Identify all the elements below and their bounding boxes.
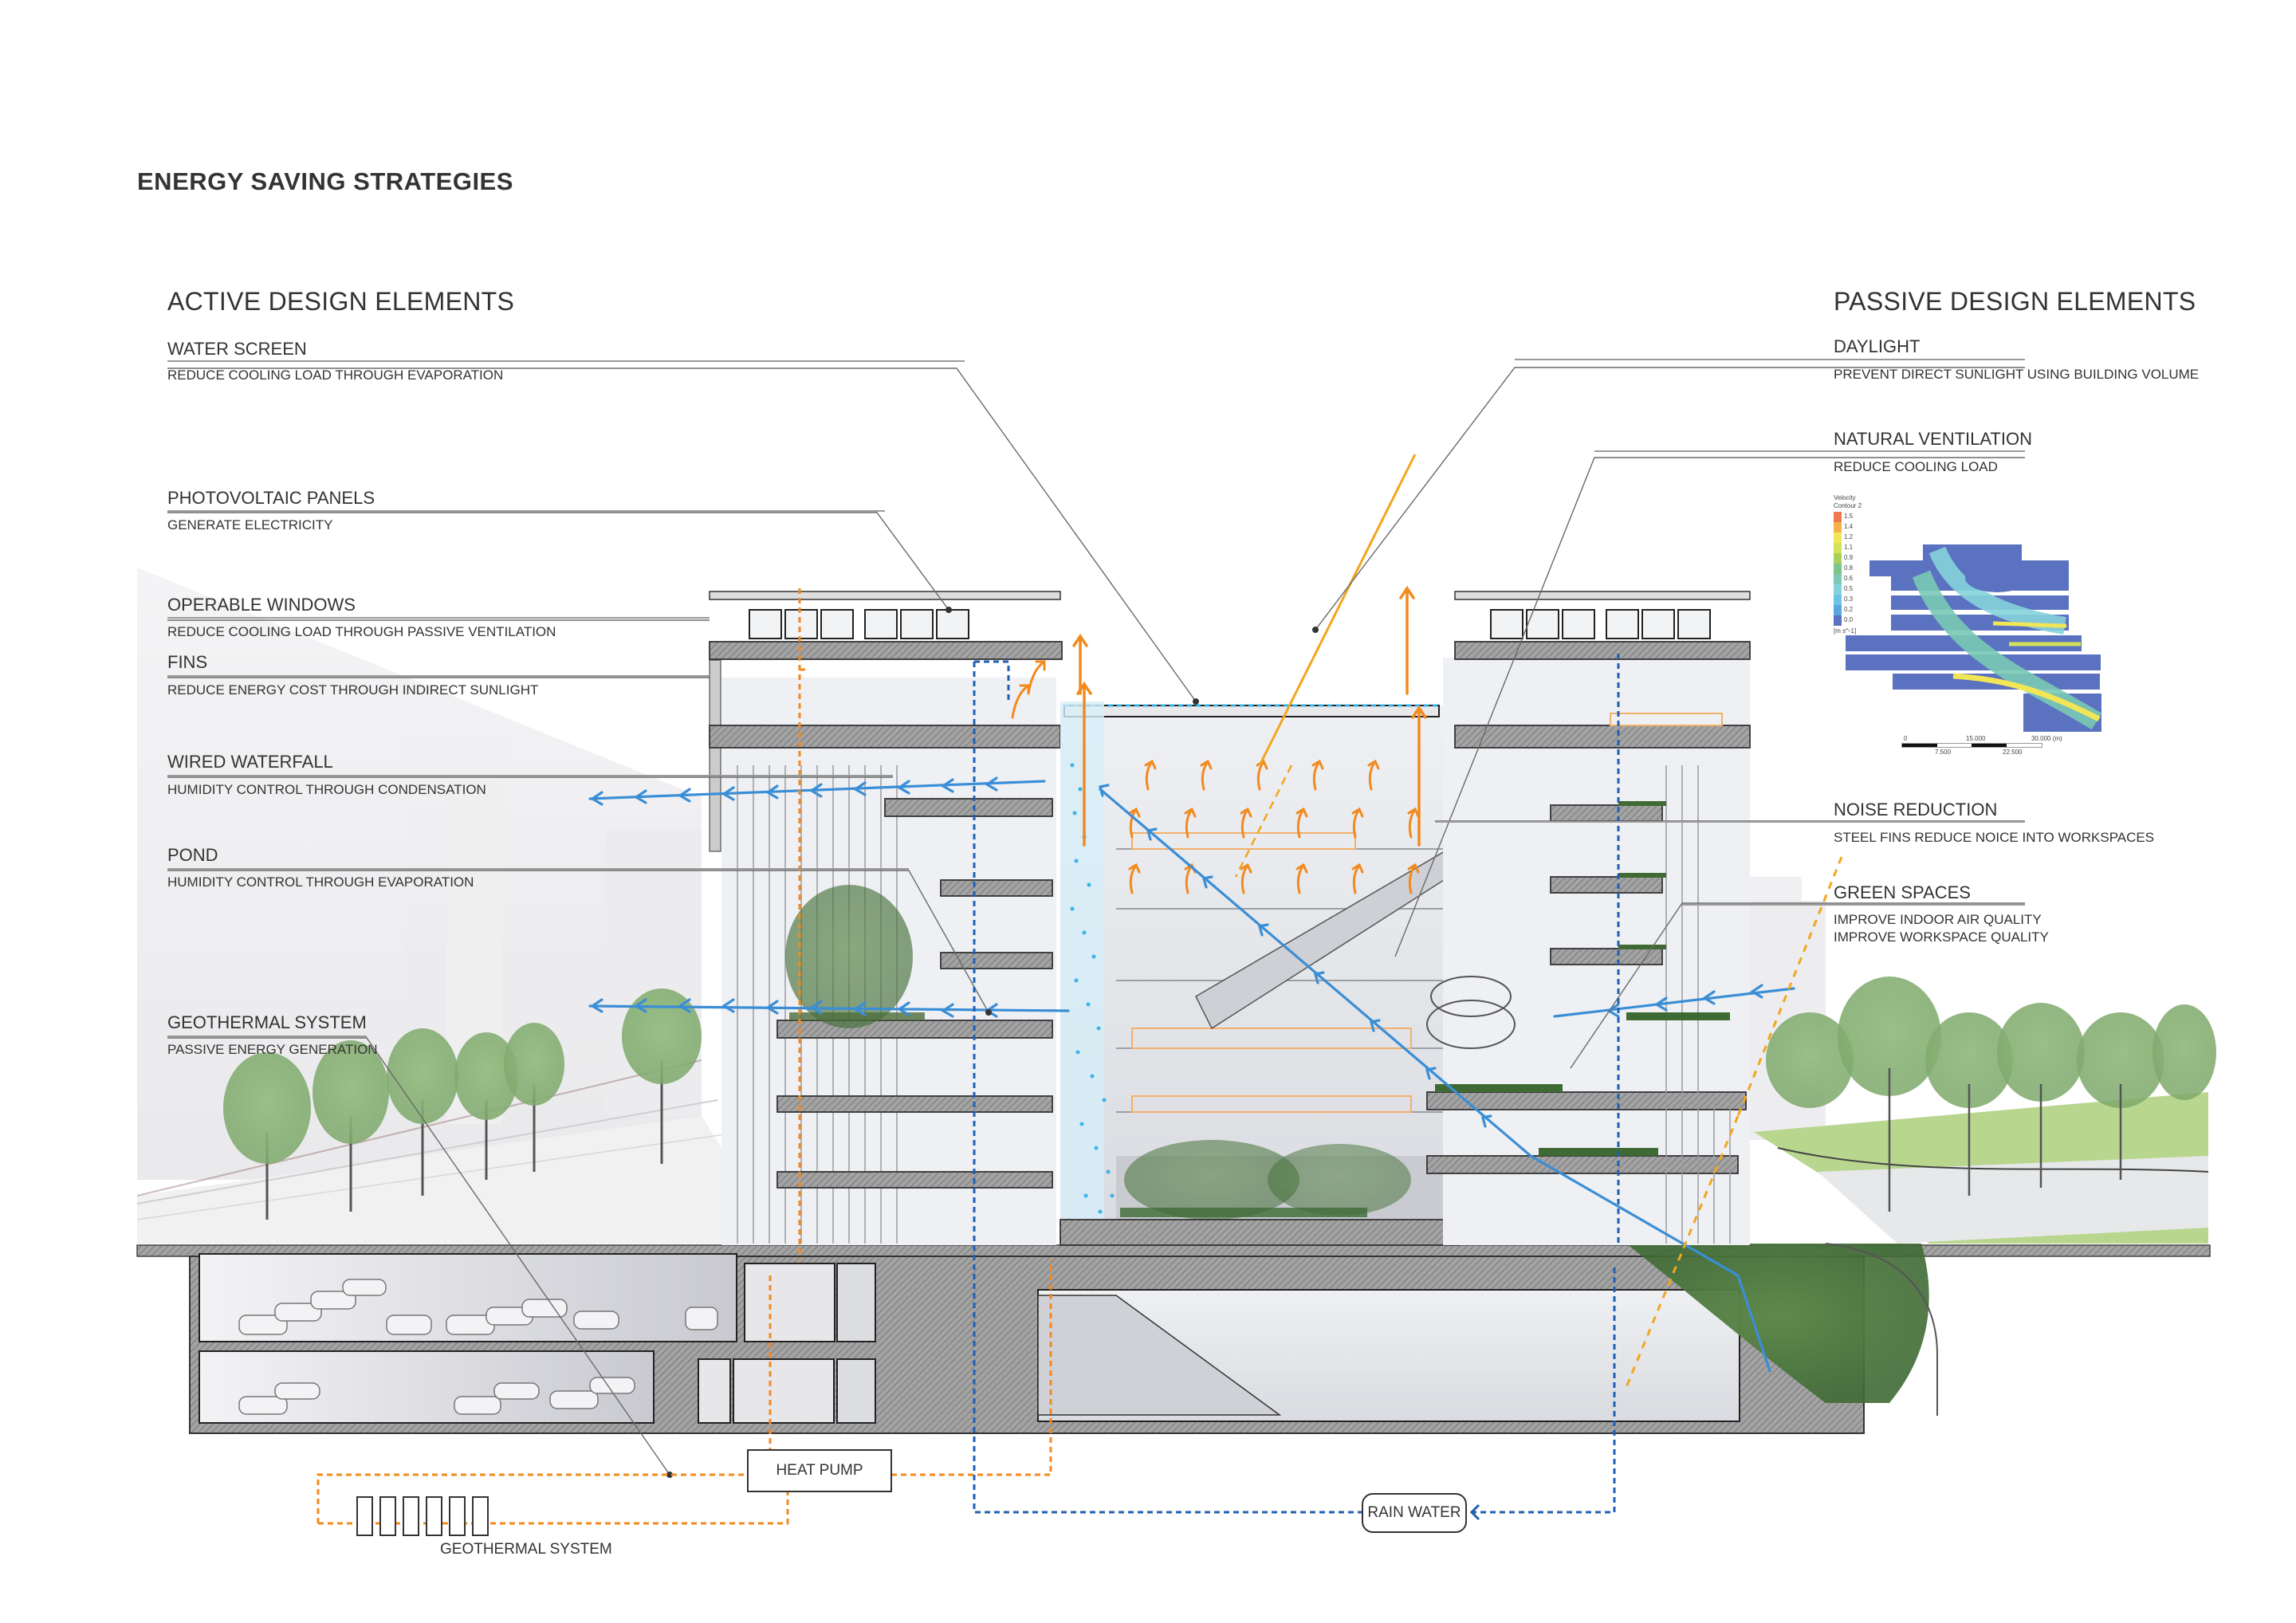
item-noise-reduction-title: NOISE REDUCTION xyxy=(1834,800,1998,819)
rule-pond xyxy=(167,868,909,870)
item-noise-reduction-desc: STEEL FINS REDUCE NOICE INTO WORKSPACES xyxy=(1834,830,2155,845)
cfd-value: 0.2 xyxy=(1844,606,1854,613)
leader-dots xyxy=(666,607,1319,1478)
item-daylight-title: DAYLIGHT xyxy=(1834,336,1921,356)
item-wired-waterfall-desc: HUMIDITY CONTROL THROUGH CONDENSATION xyxy=(167,782,486,797)
item-fins-title: FINS xyxy=(167,652,208,672)
item-green-spaces-desc-1: IMPROVE INDOOR AIR QUALITY xyxy=(1834,912,2042,927)
item-green-spaces-title: GREEN SPACES xyxy=(1834,882,1971,902)
item-pond-desc: HUMIDITY CONTROL THROUGH EVAPORATION xyxy=(167,874,474,890)
wired-waterfall-mist xyxy=(1070,763,1115,1214)
rule-green-spaces xyxy=(1682,904,2025,906)
passive-heading: PASSIVE DESIGN ELEMENTS xyxy=(1834,287,2196,316)
cfd-value: 1.4 xyxy=(1844,523,1854,530)
rule-natural-ventilation xyxy=(1594,450,2025,452)
item-water-screen-desc: REDUCE COOLING LOAD THROUGH EVAPORATION xyxy=(167,367,504,383)
cfd-value: 0.9 xyxy=(1844,554,1854,561)
cfd-legend-title-2: Contour 2 xyxy=(1834,501,1862,509)
cfd-value: 0.8 xyxy=(1844,564,1854,572)
cfd-scale-30: 30.000 (m) xyxy=(2031,735,2062,742)
geothermal-probes xyxy=(356,1496,489,1536)
rain-water-box: RAIN WATER xyxy=(1362,1493,1467,1533)
cfd-velocity-contour: Velocity Contour 2 1.5 1.4 1.2 1.1 0.9 0… xyxy=(1834,494,2137,749)
item-fins-desc: REDUCE ENERGY COST THROUGH INDIRECT SUNL… xyxy=(167,682,539,698)
item-photovoltaic-title: PHOTOVOLTAIC PANELS xyxy=(167,488,375,508)
left-plaza xyxy=(136,1059,781,1244)
item-geothermal-title: GEOTHERMAL SYSTEM xyxy=(167,1012,367,1032)
park-trees-right xyxy=(1766,977,2216,1212)
heat-pump-box: HEAT PUMP xyxy=(747,1449,892,1492)
cfd-scale-15: 15.000 xyxy=(1966,735,1986,742)
cfd-legend-title: Velocity Contour 2 xyxy=(1834,494,1862,509)
rule-operable-windows xyxy=(167,617,710,619)
cool-air-arrows xyxy=(588,776,1795,1373)
rule-daylight xyxy=(1515,359,2025,360)
cfd-value: 0.5 xyxy=(1844,585,1854,592)
rule-noise-reduction xyxy=(1435,821,2025,823)
item-green-spaces-desc-2: IMPROVE WORKSPACE QUALITY xyxy=(1834,929,2049,945)
left-tower xyxy=(709,591,1063,1245)
item-photovoltaic-desc: GENERATE ELECTRICITY xyxy=(167,517,333,532)
rule-geothermal xyxy=(167,1035,367,1037)
active-heading: ACTIVE DESIGN ELEMENTS xyxy=(167,287,515,316)
rule-fins xyxy=(167,675,710,677)
rule-wired-waterfall xyxy=(167,775,893,776)
cfd-scale-7-5: 7.500 xyxy=(1935,749,1952,756)
sunlight-ray xyxy=(1258,454,1417,766)
cfd-legend-title-1: Velocity xyxy=(1834,494,1856,501)
cfd-legend-values: 1.5 1.4 1.2 1.1 0.9 0.8 0.6 0.5 0.3 0.2 … xyxy=(1844,511,1853,625)
cfd-scale-0: 0 xyxy=(1904,735,1908,742)
cfd-value: 0.0 xyxy=(1844,616,1854,623)
cfd-scale-22-5: 22.500 xyxy=(2003,749,2023,756)
item-wired-waterfall-title: WIRED WATERFALL xyxy=(167,752,333,772)
page-title: ENERGY SAVING STRATEGIES xyxy=(137,167,513,195)
cfd-value: 0.6 xyxy=(1844,575,1854,582)
right-tower xyxy=(1426,591,1751,1245)
geothermal-system-label: GEOTHERMAL SYSTEM xyxy=(440,1541,612,1558)
cfd-value: 1.5 xyxy=(1844,513,1854,520)
cfd-value: 0.3 xyxy=(1844,595,1854,603)
warm-air-arrows xyxy=(1011,585,1427,894)
item-operable-windows-desc: REDUCE COOLING LOAD THROUGH PASSIVE VENT… xyxy=(167,624,556,639)
heat-pump-label: HEAT PUMP xyxy=(776,1462,863,1479)
parked-cars xyxy=(238,1279,718,1415)
cfd-colorbar xyxy=(1834,512,1842,626)
item-daylight-desc: PREVENT DIRECT SUNLIGHT USING BUILDING V… xyxy=(1834,367,2200,382)
item-operable-windows-title: OPERABLE WINDOWS xyxy=(167,595,356,615)
cfd-value: 1.1 xyxy=(1844,544,1854,551)
rule-water-screen xyxy=(167,360,965,362)
rule-photovoltaic xyxy=(167,510,885,512)
cfd-plot xyxy=(1846,544,2102,732)
rain-water-loop xyxy=(973,654,1620,1514)
basement xyxy=(189,1243,1938,1434)
right-park xyxy=(1754,1092,2209,1244)
item-geothermal-desc: PASSIVE ENERGY GENERATION xyxy=(167,1042,378,1057)
item-pond-title: POND xyxy=(167,845,218,865)
rain-water-label: RAIN WATER xyxy=(1367,1504,1461,1521)
cfd-scale-bar xyxy=(1901,743,2042,748)
cfd-value: 1.2 xyxy=(1844,533,1854,540)
item-natural-ventilation-title: NATURAL VENTILATION xyxy=(1834,429,2032,449)
cfd-unit: [m s^-1] xyxy=(1834,627,1857,635)
item-natural-ventilation-desc: REDUCE COOLING LOAD xyxy=(1834,459,1998,474)
item-water-screen-title: WATER SCREEN xyxy=(167,339,307,359)
street-trees-left xyxy=(223,988,702,1220)
